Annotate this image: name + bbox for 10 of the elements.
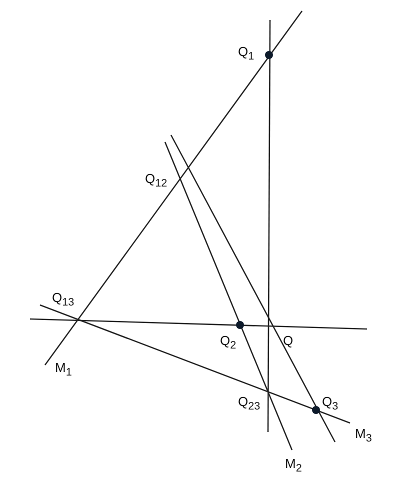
point-label: M$_{1}$ [55,360,72,381]
point-label: Q$_{13}$ [52,290,74,311]
point-label: Q$_{3}$ [322,394,338,415]
point-label: Q$_{1}$ [238,44,254,65]
point-label: Q$_{2}$ [220,333,236,354]
point-label: M$_{2}$ [285,456,302,477]
point-label: Q$_{12}$ [145,171,168,192]
point-label: Q$_{23}$ [238,394,260,415]
point-label: Q [283,333,294,348]
point-label: M$_{3}$ [355,426,372,447]
